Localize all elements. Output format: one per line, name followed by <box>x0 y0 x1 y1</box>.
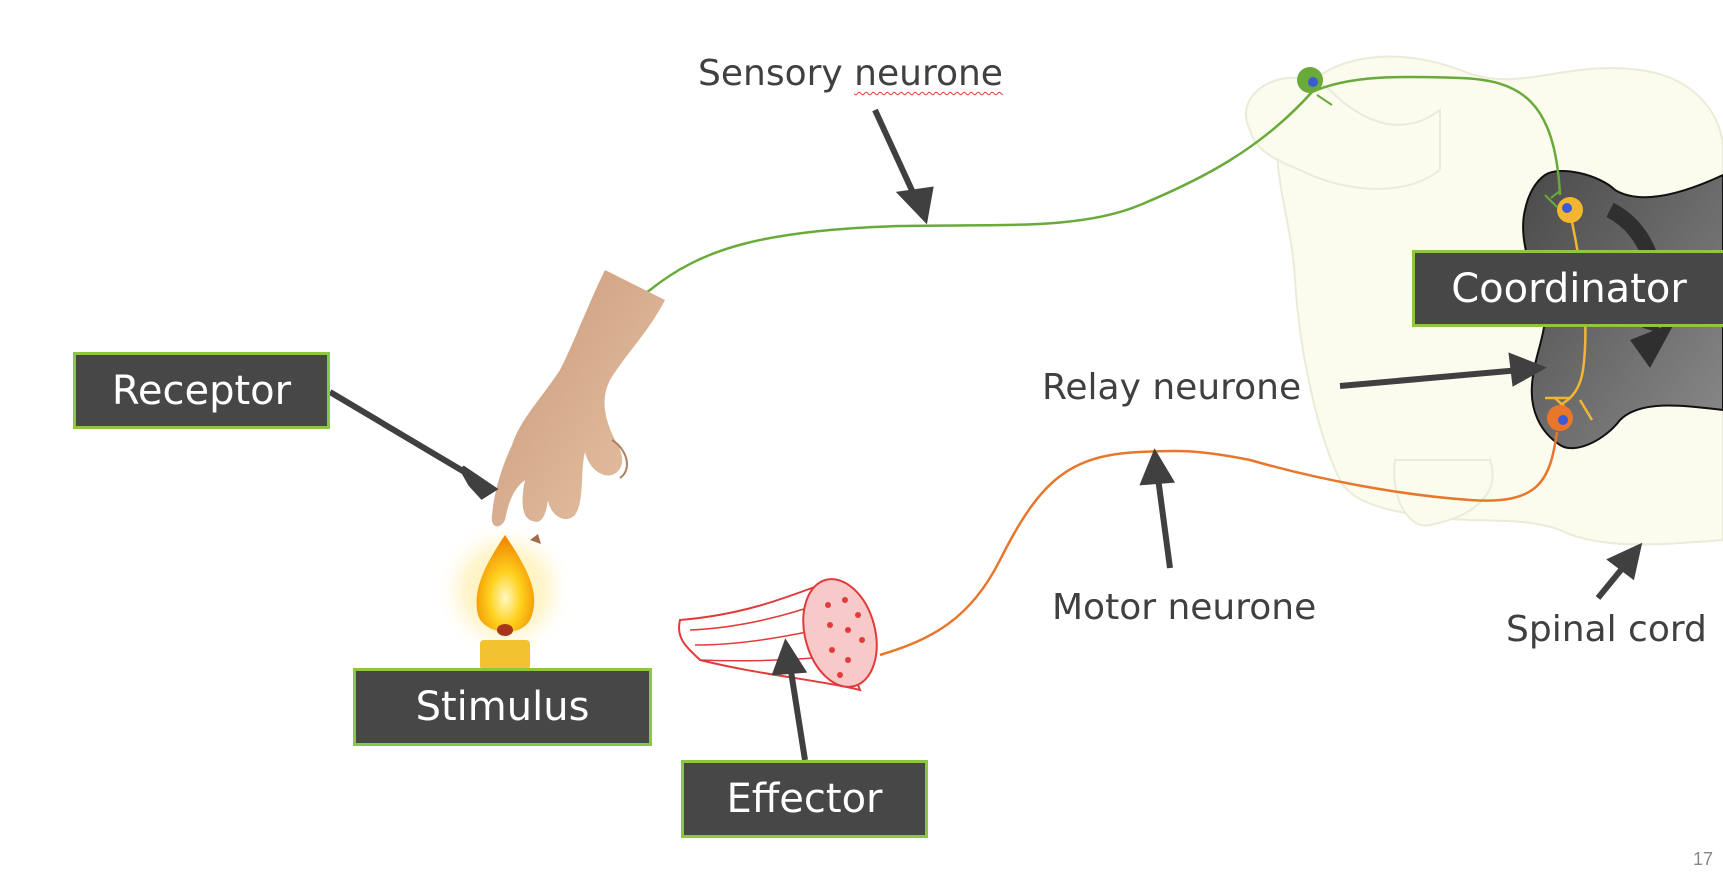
page-number: 17 <box>1692 849 1713 869</box>
hand-icon <box>491 270 665 527</box>
sensory-neurone-label: Sensory neurone <box>698 56 1003 92</box>
stimulus-box: Stimulus <box>353 668 652 746</box>
receptor-box: Receptor <box>73 352 330 429</box>
pointer-arrows <box>328 108 1643 761</box>
receptor-label: Receptor <box>111 367 292 414</box>
spinal-cord-label: Spinal cord <box>1506 609 1707 650</box>
coordinator-box: Coordinator <box>1412 250 1723 327</box>
stimulus-label: Stimulus <box>415 684 590 730</box>
effector-label: Effector <box>726 776 883 822</box>
relay-neurone-label: Relay neurone <box>1042 367 1302 408</box>
effector-box: Effector <box>681 760 928 838</box>
motor-neurone-label: Motor neurone <box>1052 587 1317 628</box>
muscle-icon <box>678 578 878 692</box>
sensory-neurone-word: neurone <box>854 53 1003 94</box>
coordinator-label: Coordinator <box>1451 265 1687 312</box>
motor-neurone-path <box>879 405 1573 657</box>
sensory-neurone-prefix: Sensory <box>698 53 855 94</box>
candle-icon <box>435 520 575 670</box>
